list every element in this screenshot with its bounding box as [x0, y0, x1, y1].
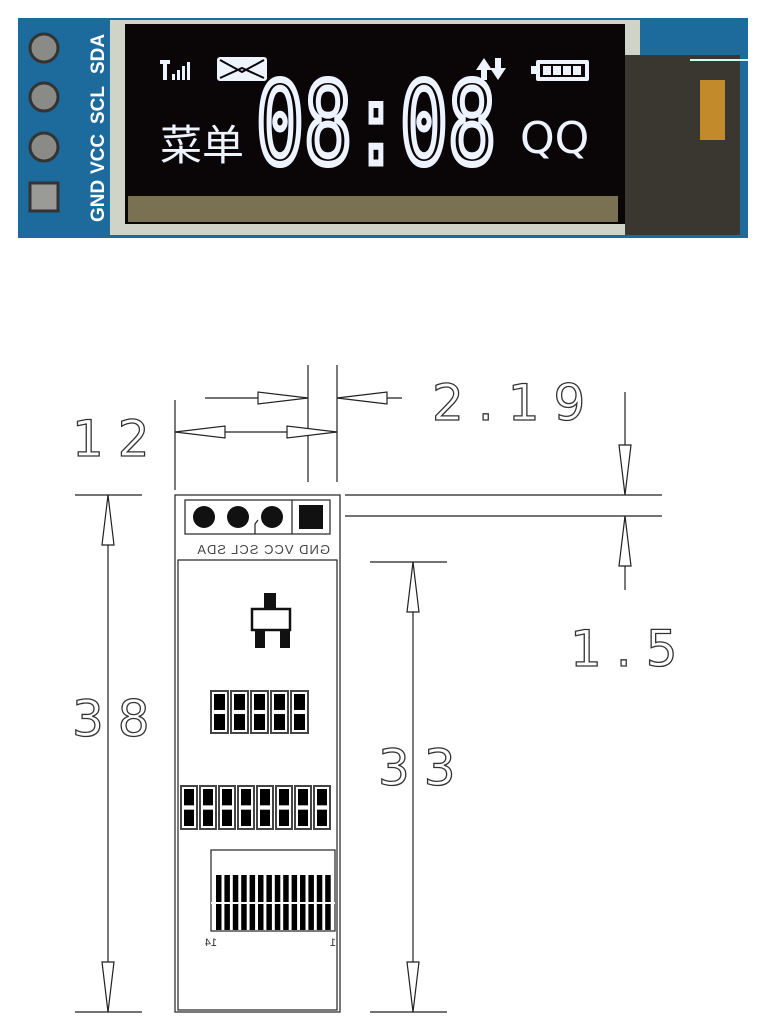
pin-vcc [261, 506, 283, 528]
dim-header-gap: 1.5 [570, 620, 692, 678]
connector-pin-1: 1 [330, 937, 336, 949]
clock-time: 08:08 [256, 60, 496, 190]
header-pins [28, 32, 60, 213]
pin-label-mirrored: GND VCC SCL SDA [196, 542, 330, 557]
fpc-fingers [211, 875, 335, 930]
module-outline [174, 494, 341, 1013]
signal-icon [160, 60, 190, 80]
panel-outline [177, 559, 338, 1011]
dim-panel-height: 33 [378, 739, 470, 797]
pin-label-scl: SCL [88, 86, 109, 124]
menu-text: 菜单 [160, 121, 244, 170]
passive-pads-row-2 [180, 785, 331, 830]
pin-label-vcc: VCC [88, 134, 109, 174]
passive-pads-row-1 [210, 690, 309, 734]
connector-pin-14: 14 [205, 937, 217, 949]
pin-label-gnd: GND [88, 180, 109, 222]
pin-label-sda: SDA [88, 34, 109, 74]
header-footprint [184, 499, 331, 535]
dim-header-width: 12 [72, 410, 164, 468]
pin-gnd [299, 505, 323, 529]
oled-screen [125, 24, 625, 224]
pin-scl [227, 506, 249, 528]
app-text: QQ [520, 113, 589, 164]
regulator-footprint [250, 593, 292, 648]
dimension-drawing: GND VCC SCL SDA 14 1 12 2.19 [71, 365, 692, 1013]
dim-pin-offset: 2.19 [432, 374, 599, 432]
module-photo: GND VCC SCL SDA 菜单 08:08 QQ [18, 18, 748, 238]
pin-sda [193, 506, 215, 528]
dim-total-height: 38 [72, 690, 164, 748]
data-transfer-icon [476, 58, 506, 80]
mail-icon [217, 57, 267, 81]
fpc-connector [210, 849, 336, 932]
battery-icon [531, 60, 589, 81]
